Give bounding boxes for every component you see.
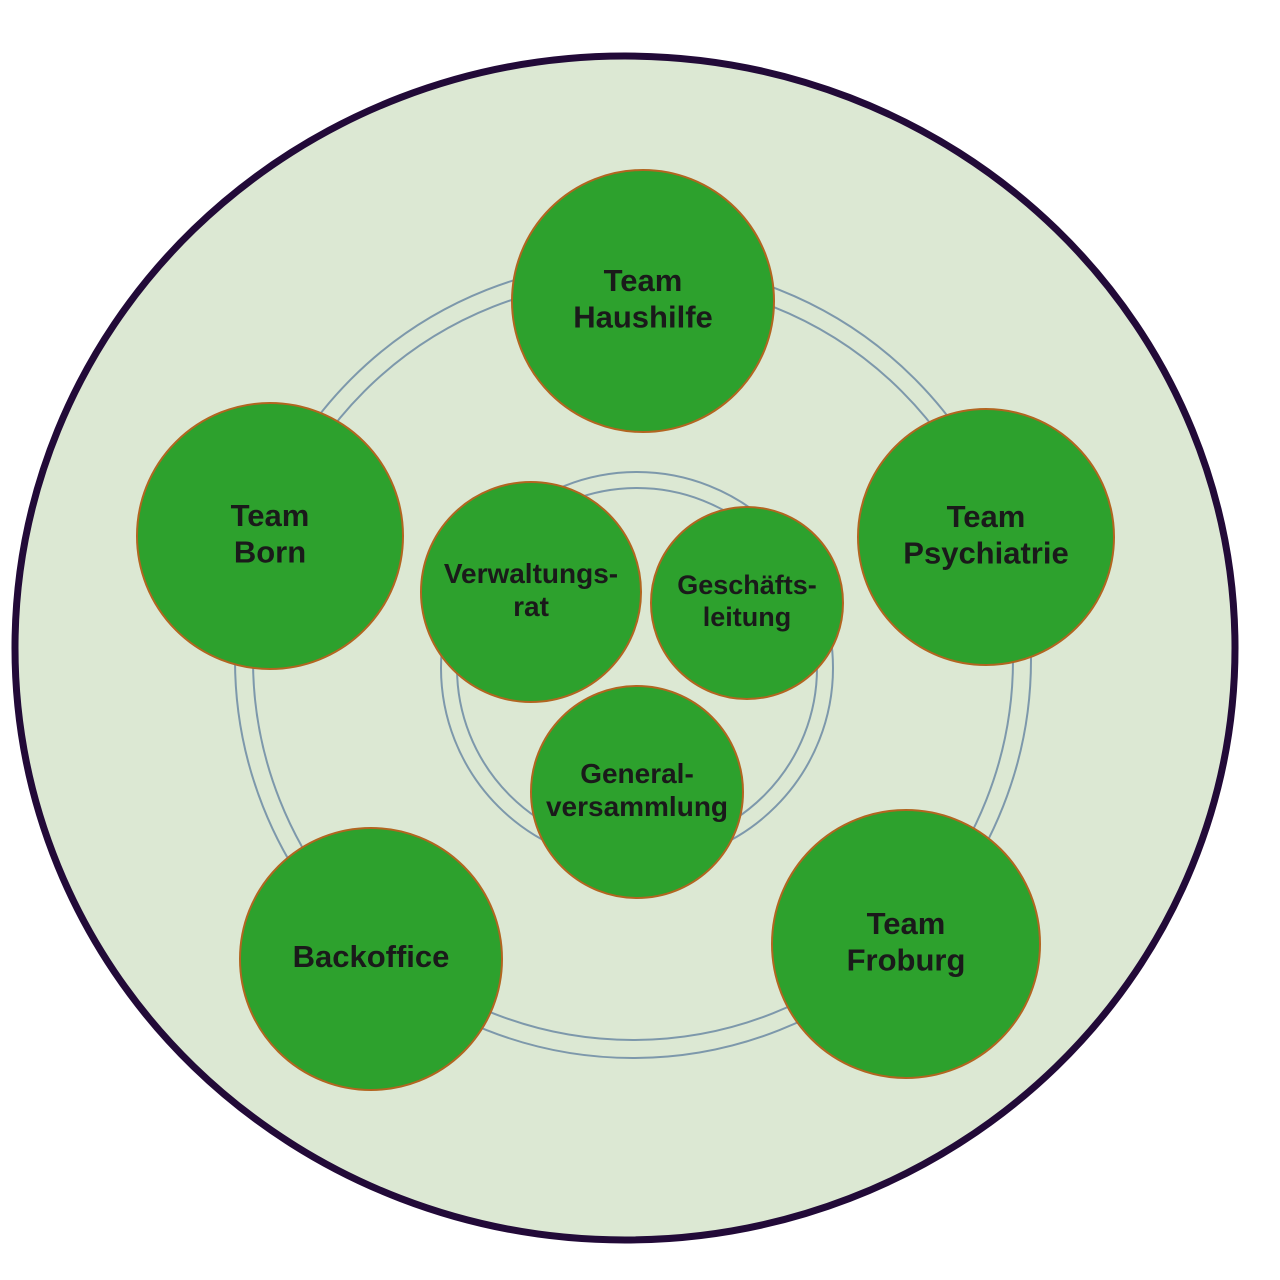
team-psychiatrie-circle — [857, 408, 1115, 666]
verwaltungsrat-circle — [420, 481, 642, 703]
node-generalversammlung: General-versammlung — [530, 685, 744, 899]
geschaeftsleitung-circle — [650, 506, 844, 700]
team-haushilfe-circle — [511, 169, 775, 433]
backoffice-circle — [239, 827, 503, 1091]
node-verwaltungsrat: Verwaltungs-rat — [420, 481, 642, 703]
node-backoffice: Backoffice — [239, 827, 503, 1091]
geschaeftsleitung-label: Geschäfts-leitung — [677, 570, 817, 632]
generalversammlung-label: General-versammlung — [546, 758, 728, 822]
node-geschaeftsleitung: Geschäfts-leitung — [650, 506, 844, 700]
verwaltungsrat-label: Verwaltungs-rat — [444, 558, 618, 622]
team-born-circle — [136, 402, 404, 670]
team-froburg-circle — [771, 809, 1041, 1079]
backoffice-label: Backoffice — [293, 939, 450, 974]
generalversammlung-circle — [530, 685, 744, 899]
